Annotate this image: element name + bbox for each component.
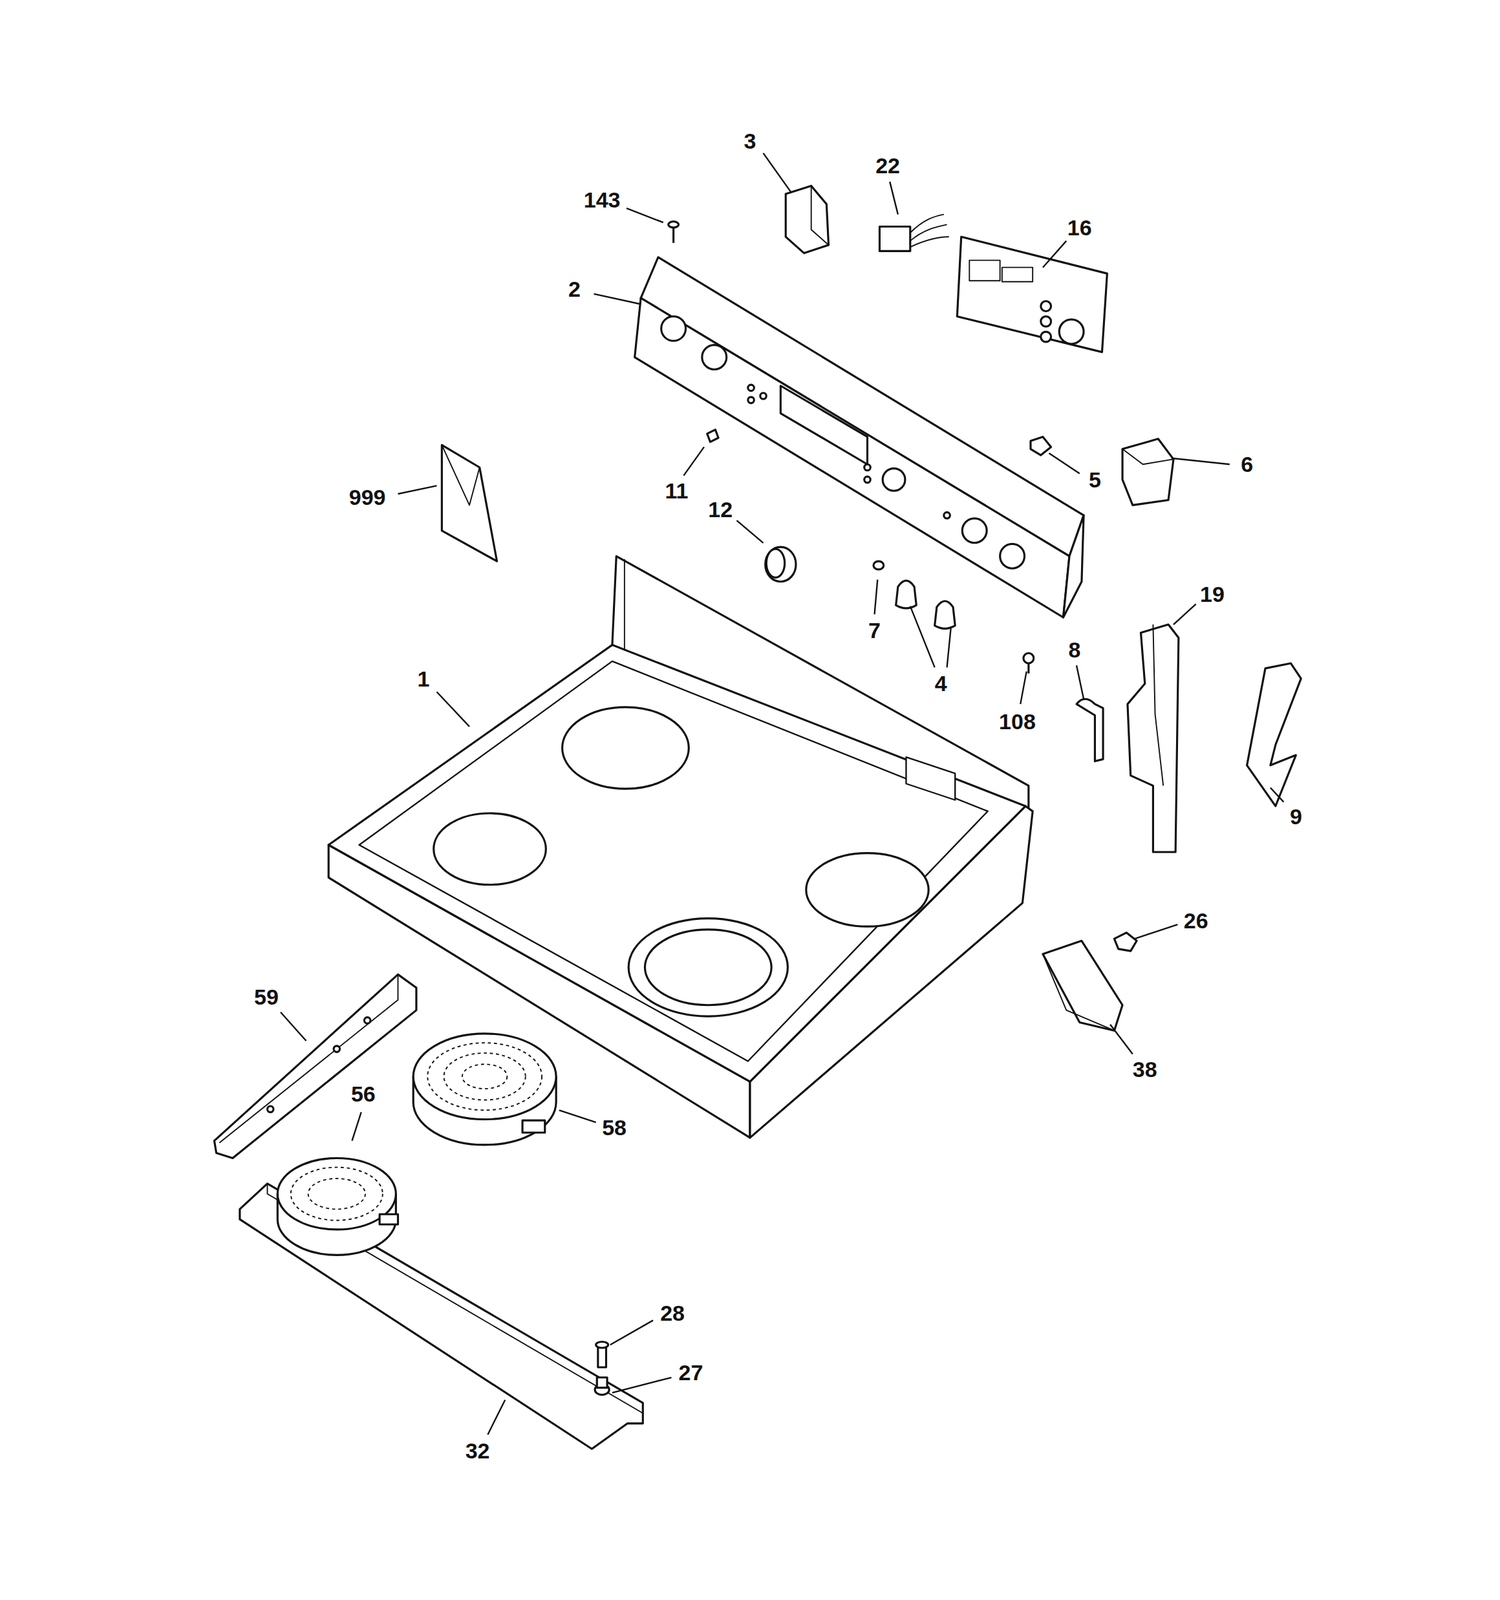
callout-number: 58 [601,1116,627,1139]
callout-number: 28 [660,1302,685,1325]
callout-number: 8 [1068,638,1081,661]
callout-number: 143 [583,188,621,211]
literature-envelope [441,444,497,562]
callout-number: 59 [254,985,279,1008]
callout-number: 12 [707,498,733,521]
callout-number: 38 [1132,1058,1158,1081]
callout-number: 19 [1200,583,1225,606]
cooktop [328,556,1033,1138]
callout-number: 16 [1067,216,1093,239]
callout-number: 1 [417,667,430,690]
callout-number: 27 [678,1361,704,1384]
callout-number: 56 [351,1082,376,1105]
callout-number: 22 [875,154,900,177]
leader-lines [280,153,1284,1435]
callout-number: 3 [744,129,757,152]
callout-number: 4 [934,672,948,695]
callout-number: 32 [465,1439,491,1462]
callout-number: 7 [868,619,881,642]
callout-number: 9 [1289,805,1303,828]
top-parts [668,185,1174,674]
callout-number: 108 [998,710,1036,733]
side-parts [1042,624,1301,1031]
callout-number: 5 [1088,468,1102,491]
callout-number: 6 [1240,453,1254,476]
callout-number: 2 [568,278,581,300]
lower-parts [214,974,643,1449]
callout-number: 11 [664,479,688,502]
callout-number: 999 [349,486,386,509]
callout-number: 26 [1183,909,1209,932]
